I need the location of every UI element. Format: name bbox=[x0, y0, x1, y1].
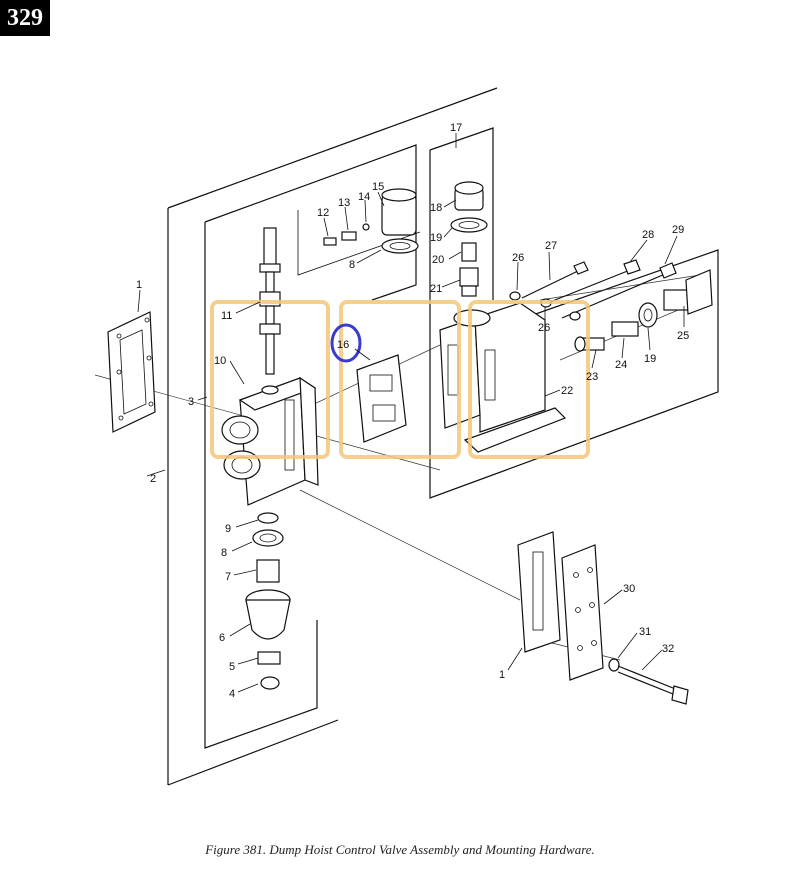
highlight-box-middle bbox=[339, 300, 461, 459]
callout-8-lower: 8 bbox=[221, 547, 227, 559]
callout-7: 7 bbox=[225, 571, 231, 583]
callout-13: 13 bbox=[338, 197, 350, 209]
leader-lines bbox=[137, 133, 685, 693]
highlight-boxes bbox=[210, 300, 590, 459]
callout-8-upper: 8 bbox=[349, 259, 355, 271]
callout-31: 31 bbox=[639, 626, 651, 638]
callout-20: 20 bbox=[432, 254, 444, 266]
callout-28: 28 bbox=[642, 229, 654, 241]
callout-32: 32 bbox=[662, 643, 674, 655]
callout-23: 23 bbox=[586, 371, 598, 383]
callout-14: 14 bbox=[358, 191, 370, 203]
callout-27: 27 bbox=[545, 240, 557, 252]
callout-21: 21 bbox=[430, 283, 442, 295]
detent-parts-frame bbox=[297, 210, 421, 276]
callout-17: 17 bbox=[450, 122, 462, 134]
callout-2: 2 bbox=[150, 473, 156, 485]
callout-15: 15 bbox=[372, 181, 384, 193]
relief-valve-parts bbox=[450, 181, 488, 297]
mounting-panel bbox=[167, 87, 498, 786]
gasket-middle bbox=[356, 354, 407, 443]
lower-valve-parts bbox=[245, 512, 291, 690]
callout-1: 1 bbox=[136, 279, 142, 291]
assembly-centerlines bbox=[94, 274, 701, 661]
callout-26-lower: 26 bbox=[538, 322, 550, 334]
sub-assembly-frame bbox=[429, 127, 719, 499]
highlight-box-left bbox=[210, 300, 330, 459]
callout-9: 9 bbox=[225, 523, 231, 535]
detent-parts bbox=[323, 188, 419, 254]
callout-19-lower: 19 bbox=[644, 353, 656, 365]
callout-numbers: 1 2 3 4 5 6 7 8 9 10 11 12 13 14 15 8 16… bbox=[136, 122, 689, 700]
callout-24: 24 bbox=[615, 359, 627, 371]
mounting-plates-right bbox=[517, 531, 689, 705]
callout-29: 29 bbox=[672, 224, 684, 236]
callout-16: 16 bbox=[337, 339, 349, 351]
callout-19-upper: 19 bbox=[430, 232, 442, 244]
callout-22: 22 bbox=[561, 385, 573, 397]
gasket-left bbox=[107, 311, 156, 433]
callout-18: 18 bbox=[430, 202, 442, 214]
valve-body bbox=[221, 376, 319, 506]
callout-10: 10 bbox=[214, 355, 226, 367]
marker-circle bbox=[330, 323, 362, 363]
callout-4: 4 bbox=[229, 688, 235, 700]
callout-1-lower: 1 bbox=[499, 669, 505, 681]
long-bolts bbox=[509, 259, 677, 321]
callout-12: 12 bbox=[317, 207, 329, 219]
callout-6: 6 bbox=[219, 632, 225, 644]
highlight-box-right bbox=[468, 300, 590, 459]
callout-26-upper: 26 bbox=[512, 252, 524, 264]
callout-5: 5 bbox=[229, 661, 235, 673]
page-number-badge: 329 bbox=[0, 0, 50, 36]
callout-3: 3 bbox=[188, 396, 194, 408]
callout-11: 11 bbox=[221, 310, 232, 322]
callout-25: 25 bbox=[677, 330, 689, 342]
figure-caption: Figure 381. Dump Hoist Control Valve Ass… bbox=[205, 842, 595, 857]
callout-30: 30 bbox=[623, 583, 635, 595]
pressure-plug-parts bbox=[574, 269, 713, 352]
